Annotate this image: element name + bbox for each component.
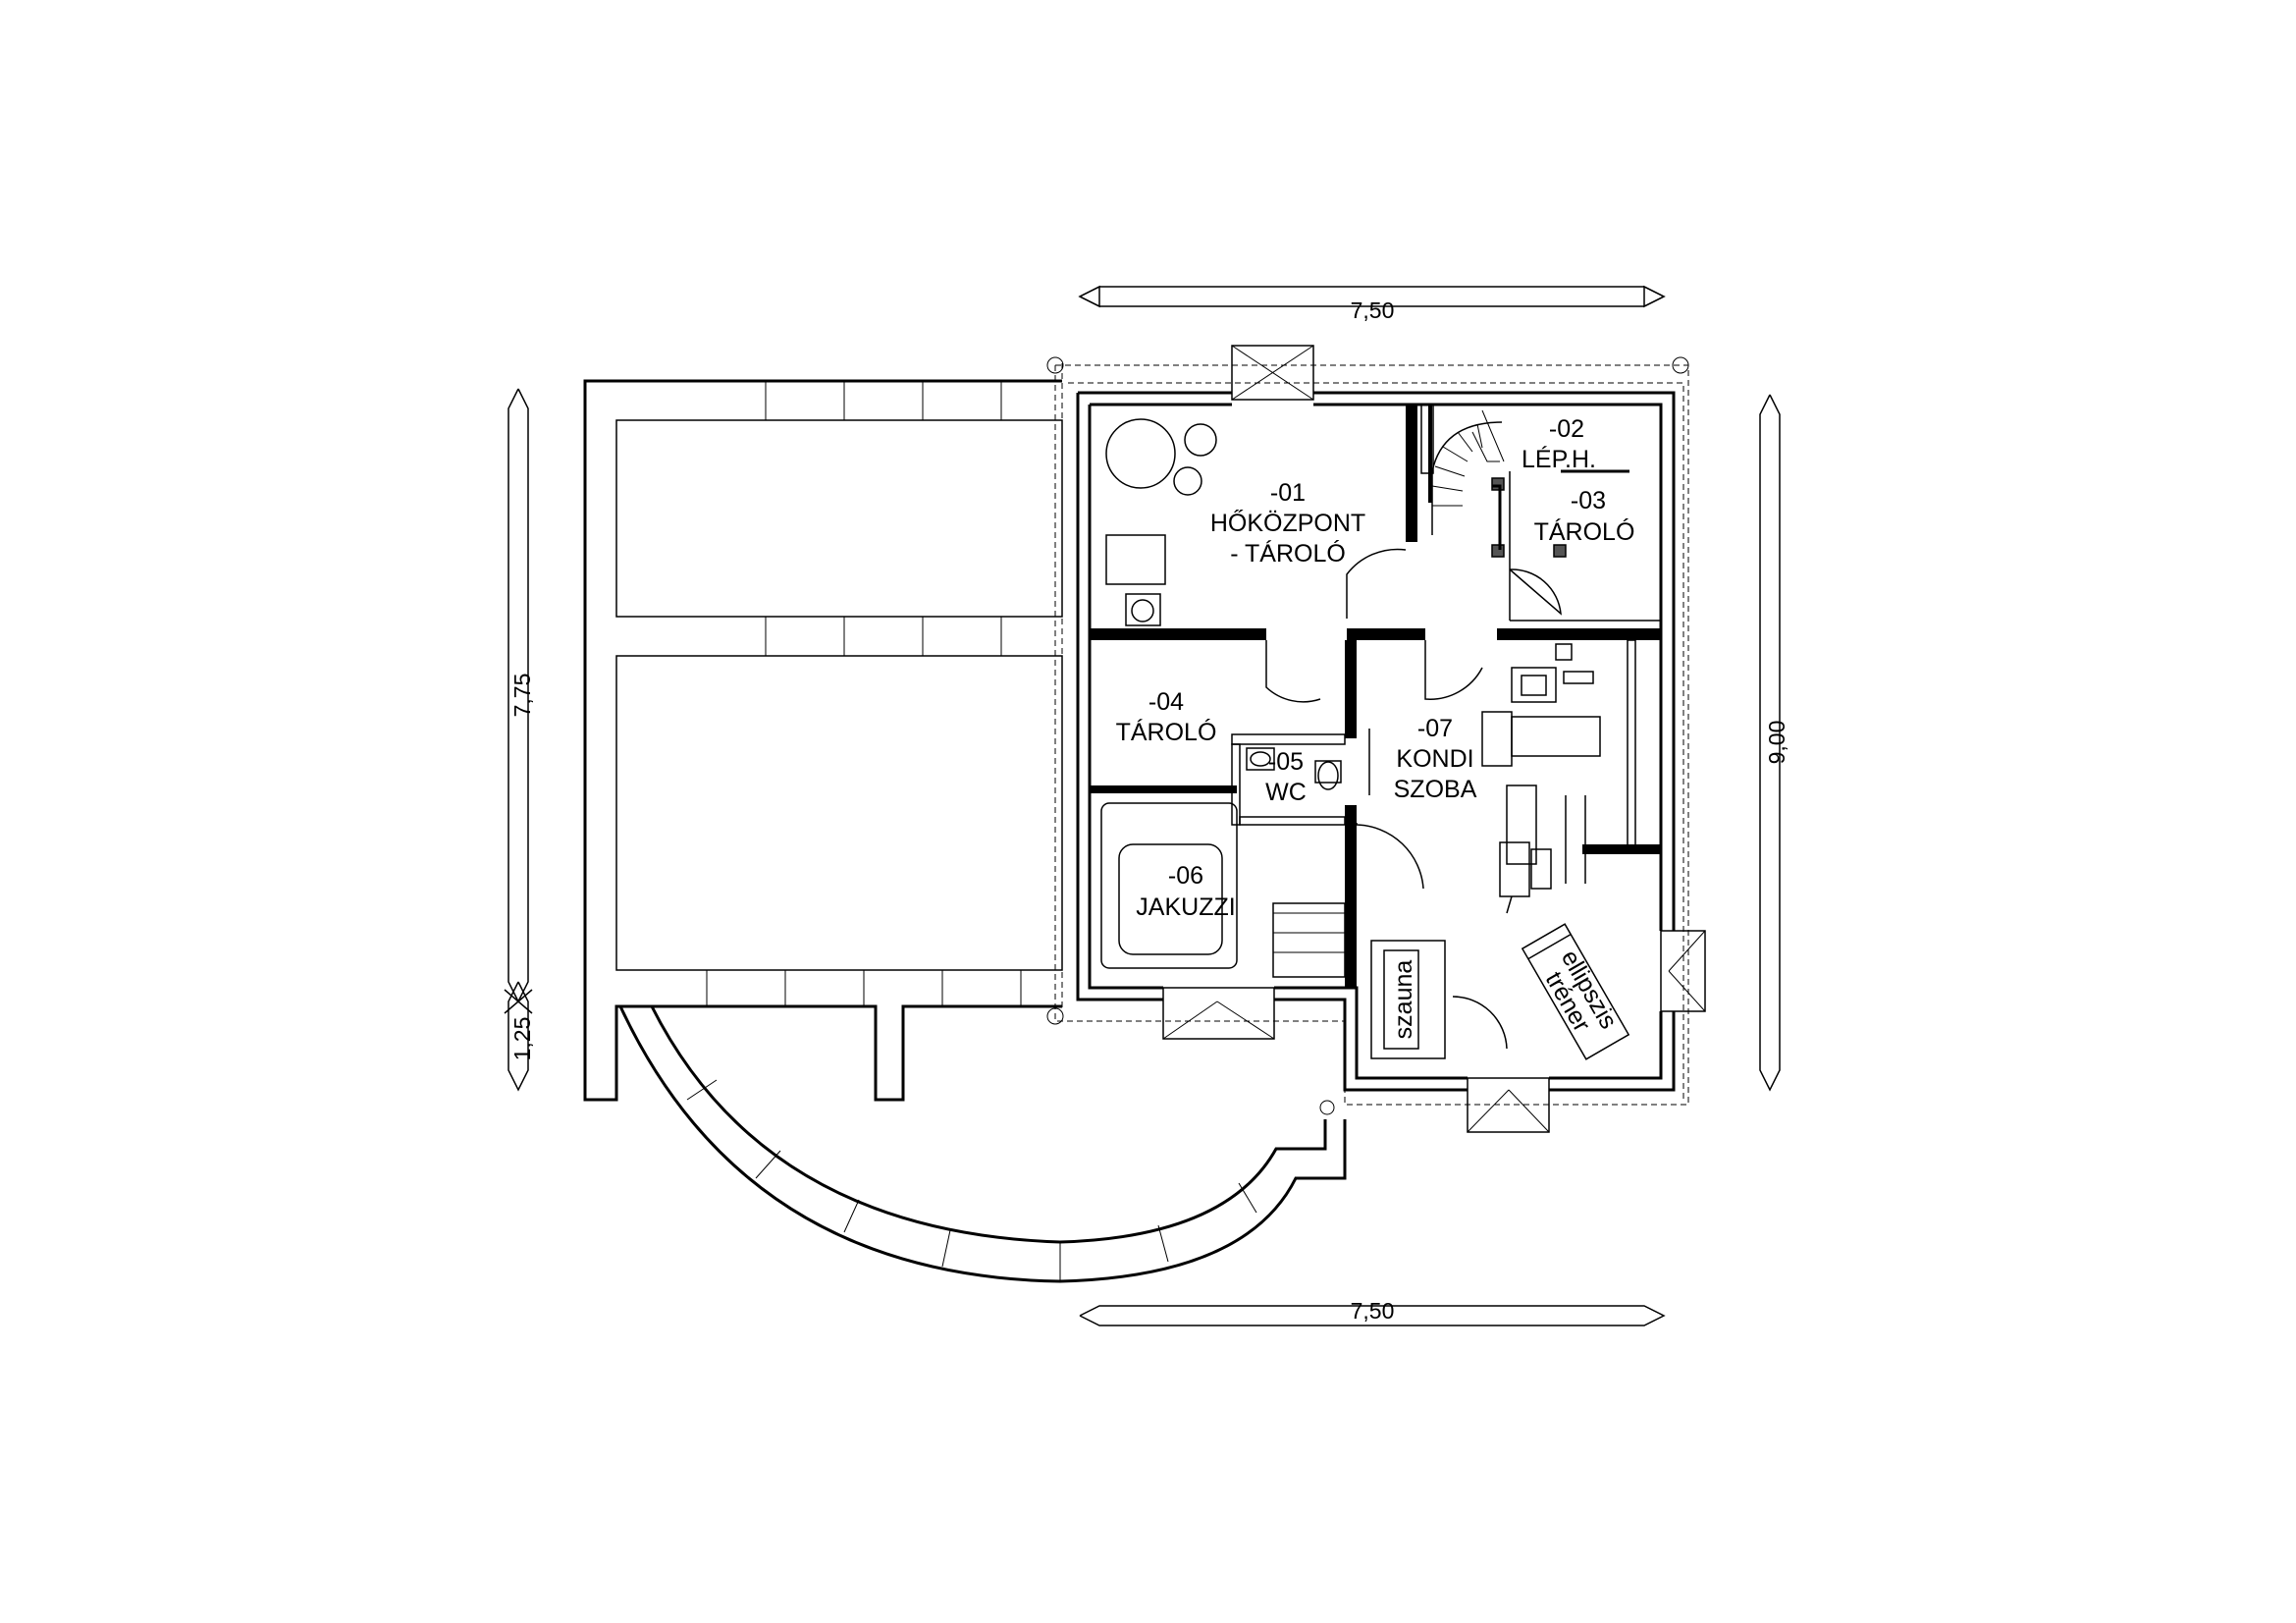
dim-bottom-label: 7,50 [1351, 1298, 1395, 1324]
windows [1162, 345, 1706, 1133]
jacuzzi-fixture [1100, 802, 1346, 978]
room-name: HŐKÖZPONT [1210, 509, 1365, 537]
room-label-04: -04 TÁROLÓ [1116, 688, 1217, 746]
dim-top-label: 7,50 [1351, 298, 1395, 323]
room-number: -07 [1417, 715, 1453, 742]
room-name-2: - TÁROLÓ [1230, 539, 1346, 568]
curved-terrace [618, 1005, 1347, 1283]
room-label-01: -01 HŐKÖZPONT - TÁROLÓ [1210, 479, 1365, 568]
dimension-right: 9,00 [1759, 394, 1789, 1092]
room-label-02: -02 LÉP.H. [1522, 415, 1596, 473]
gym-equipment [1481, 643, 1601, 914]
room-number: -01 [1270, 479, 1306, 507]
stair [1431, 409, 1505, 535]
room-number: -05 [1268, 748, 1304, 776]
room-label-03: -03 TÁROLÓ [1534, 487, 1635, 546]
room-name: JAKUZZI [1136, 893, 1235, 921]
dimension-bottom: 7,50 [1079, 1298, 1666, 1326]
room-name: TÁROLÓ [1116, 718, 1217, 746]
room-name-2: SZOBA [1394, 776, 1477, 803]
boiler-fixtures [1105, 418, 1217, 626]
interior-walls [1090, 404, 1661, 987]
room-number: -03 [1571, 487, 1606, 514]
room-number: -04 [1148, 688, 1184, 716]
room-label-07: -07 KONDI SZOBA [1394, 715, 1477, 803]
dimension-top: 7,50 [1078, 285, 1666, 323]
room-name: KONDI [1396, 745, 1473, 773]
elliptical-trainer: ellipszis tréner [1521, 923, 1630, 1060]
dim-right-label: 9,00 [1764, 721, 1789, 765]
wc-fixtures [1246, 747, 1342, 790]
room-name: TÁROLÓ [1534, 517, 1635, 546]
room-label-05: -05 WC [1265, 748, 1307, 806]
sauna-label: szauna [1390, 960, 1417, 1040]
room-number: -06 [1168, 862, 1203, 890]
doors [1265, 548, 1562, 1050]
terrace-structure [583, 363, 1063, 1102]
room-number: -02 [1549, 415, 1584, 443]
room-name: WC [1265, 779, 1307, 806]
room-name: LÉP.H. [1522, 445, 1596, 473]
dim-left-small-label: 1,25 [509, 1017, 535, 1061]
dim-left-label: 7,75 [509, 674, 535, 718]
dimension-left: 7,75 1,25 [504, 388, 535, 1092]
room-label-06: -06 JAKUZZI [1136, 862, 1235, 921]
sauna-fixture: szauna [1370, 940, 1446, 1059]
